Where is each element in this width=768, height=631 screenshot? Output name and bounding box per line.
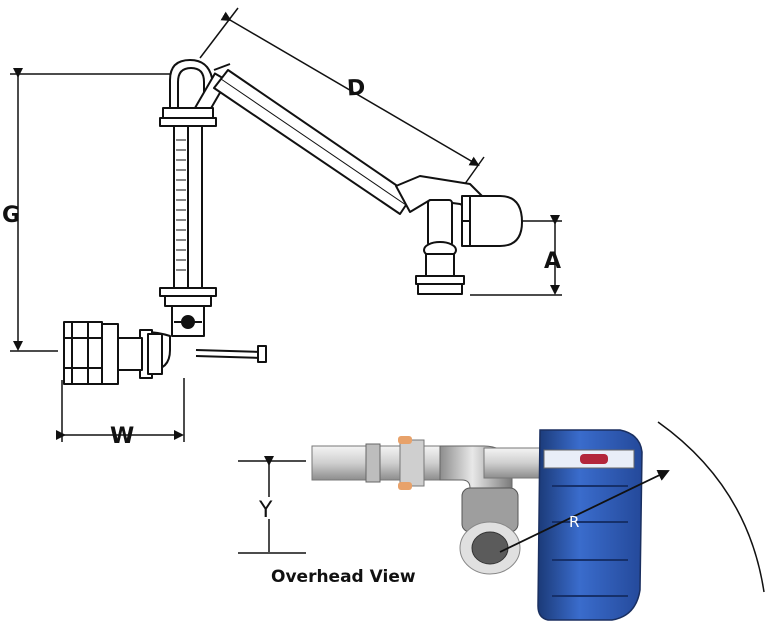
dimension-a-line	[470, 215, 562, 296]
overhead-blue-cabinet	[537, 429, 643, 621]
radius-arrow	[499, 469, 670, 553]
elevation-view	[10, 7, 562, 442]
overhead-drop-outlet	[471, 531, 509, 565]
overhead-pipe-coupling	[365, 443, 381, 483]
outer-boom-arm	[213, 69, 523, 295]
dimension-a-label: A	[544, 249, 561, 274]
cabinet-red-handle	[580, 454, 608, 464]
inlet-assembly	[63, 321, 267, 385]
dimension-y-line	[238, 456, 306, 554]
radius-label: R	[569, 513, 579, 531]
dimension-g-label: G	[2, 203, 20, 228]
overhead-view: Y R Overhead View	[238, 421, 765, 621]
dimension-w-line	[56, 378, 185, 442]
overhead-cabinet-connector	[483, 447, 547, 479]
vertical-riser	[159, 107, 217, 337]
dimension-y-label: Y	[258, 498, 273, 523]
swing-radius-arc	[657, 421, 765, 593]
overhead-view-caption: Overhead View	[271, 567, 416, 587]
dimension-g-line	[10, 68, 175, 352]
overhead-oring-bottom	[398, 482, 412, 490]
overhead-main-pipe	[311, 445, 463, 481]
dimension-w-label: W	[110, 424, 134, 449]
overhead-oring-top	[398, 436, 412, 444]
dimension-d-label: D	[346, 76, 366, 102]
overhead-pipe-flange	[399, 439, 425, 487]
